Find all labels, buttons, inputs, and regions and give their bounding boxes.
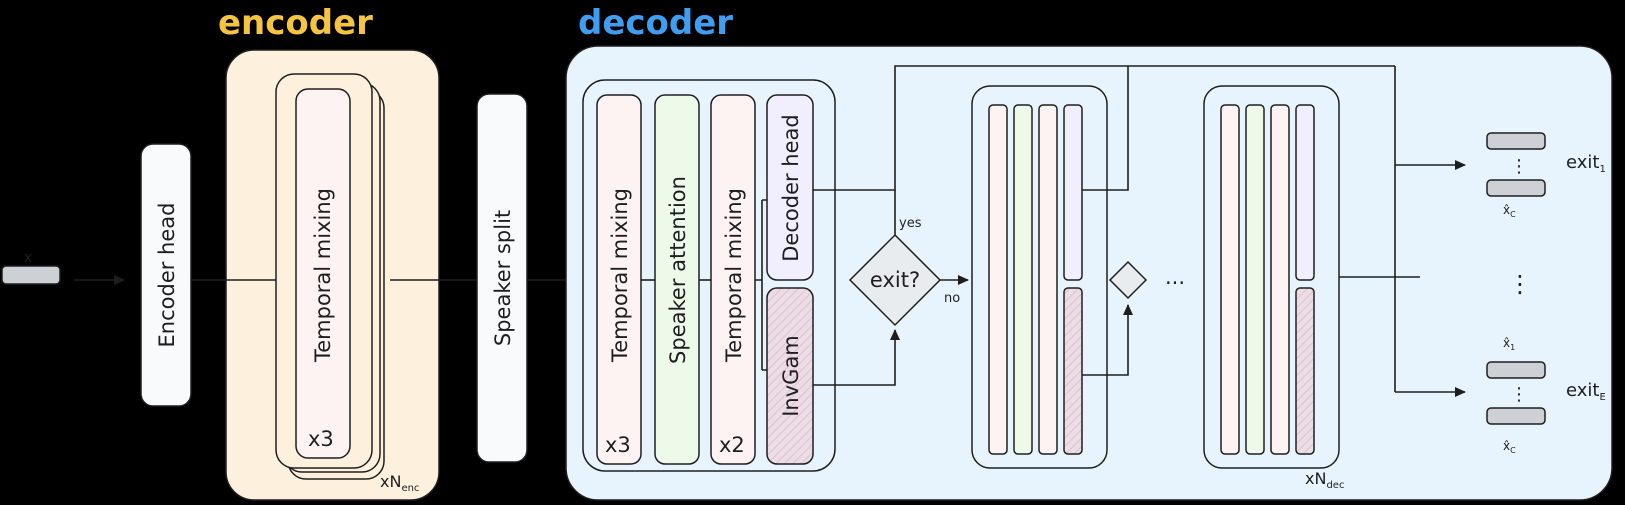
output-vertical-dots: ⋮ — [1508, 270, 1532, 298]
encoder-temporal-mixing-label: Temporal mixing — [311, 188, 335, 363]
encoder-head-label: Encoder head — [155, 203, 179, 348]
group2-bar-4-bottom — [1063, 287, 1083, 455]
conn-group2-top — [1082, 66, 1129, 191]
group3-bar-4-bottom — [1295, 287, 1315, 455]
decoder-title: decoder — [578, 3, 733, 43]
output-exit-2: x̂1 ⋮ x̂C exitE — [1486, 336, 1606, 455]
output-exit-1: x̂1 ⋮ x̂C exit1 — [1486, 132, 1606, 219]
decoder-repeat-2: x2 — [719, 433, 745, 457]
conn-group2-bottom — [1082, 304, 1133, 376]
invgam-block — [766, 287, 814, 465]
decoder-head-label: Decoder head — [779, 114, 803, 261]
encoder-repeat-label: x3 — [308, 427, 334, 451]
decoder-temporal-mixing-2-label: Temporal mixing — [722, 188, 746, 363]
speaker-attention-label: Speaker attention — [666, 176, 690, 364]
speaker-split-label: Speaker split — [491, 210, 515, 346]
group2-bar-1 — [988, 104, 1008, 455]
conn-decoder-head-top — [813, 65, 1395, 191]
encoder-temporal-mixing-block — [295, 88, 351, 459]
group2-bar-2 — [1013, 104, 1033, 455]
conn-output-trunk — [1339, 66, 1420, 392]
decoder-temporal-mixing-1-label: Temporal mixing — [608, 188, 632, 363]
xhatc-bottom: x̂C — [1503, 439, 1516, 455]
exit2-label: exitE — [1566, 380, 1606, 403]
exit-decision-diamond — [848, 233, 942, 327]
group3-bar-2 — [1245, 104, 1265, 455]
exit-decision-diamond-2 — [1108, 260, 1148, 300]
group2-bar-4-top — [1063, 104, 1083, 281]
group3-bar-1 — [1220, 104, 1240, 455]
decoder-head-block — [766, 94, 814, 281]
xhat1-bottom: x̂1 — [1503, 336, 1515, 352]
exit1-label: exit1 — [1566, 152, 1606, 175]
input-token: x — [1, 250, 61, 285]
exit1-token-bottom — [1486, 179, 1546, 197]
no-label: no — [944, 291, 960, 306]
yes-label: yes — [899, 216, 922, 231]
xhatc-top: x̂C — [1503, 203, 1516, 219]
conn-tm2-branch — [755, 199, 767, 371]
exit2-token-bottom — [1486, 407, 1546, 425]
group2-bar-3 — [1038, 104, 1058, 455]
conn-invgam-to-exit — [813, 329, 900, 386]
group3-bar-3 — [1270, 104, 1290, 455]
speaker-split-block — [476, 93, 528, 463]
input-label: x — [24, 250, 32, 266]
ellipsis: ... — [1165, 265, 1185, 289]
invgam-label: InvGam — [779, 335, 803, 417]
exit2-token-top — [1486, 361, 1546, 379]
exit1-dots: ⋮ — [1510, 156, 1528, 177]
exit1-token-top — [1486, 132, 1546, 150]
group3-bar-4-top — [1295, 104, 1315, 281]
encoder-head-block — [140, 143, 192, 407]
exit2-dots: ⋮ — [1510, 384, 1528, 405]
exit-decision-label: exit? — [870, 268, 920, 292]
decoder-repeat-3: x3 — [605, 433, 631, 457]
encoder-title: encoder — [218, 3, 373, 43]
encoder-stack-count: xNenc — [380, 472, 419, 494]
decoder-stack-count: xNdec — [1305, 469, 1344, 491]
